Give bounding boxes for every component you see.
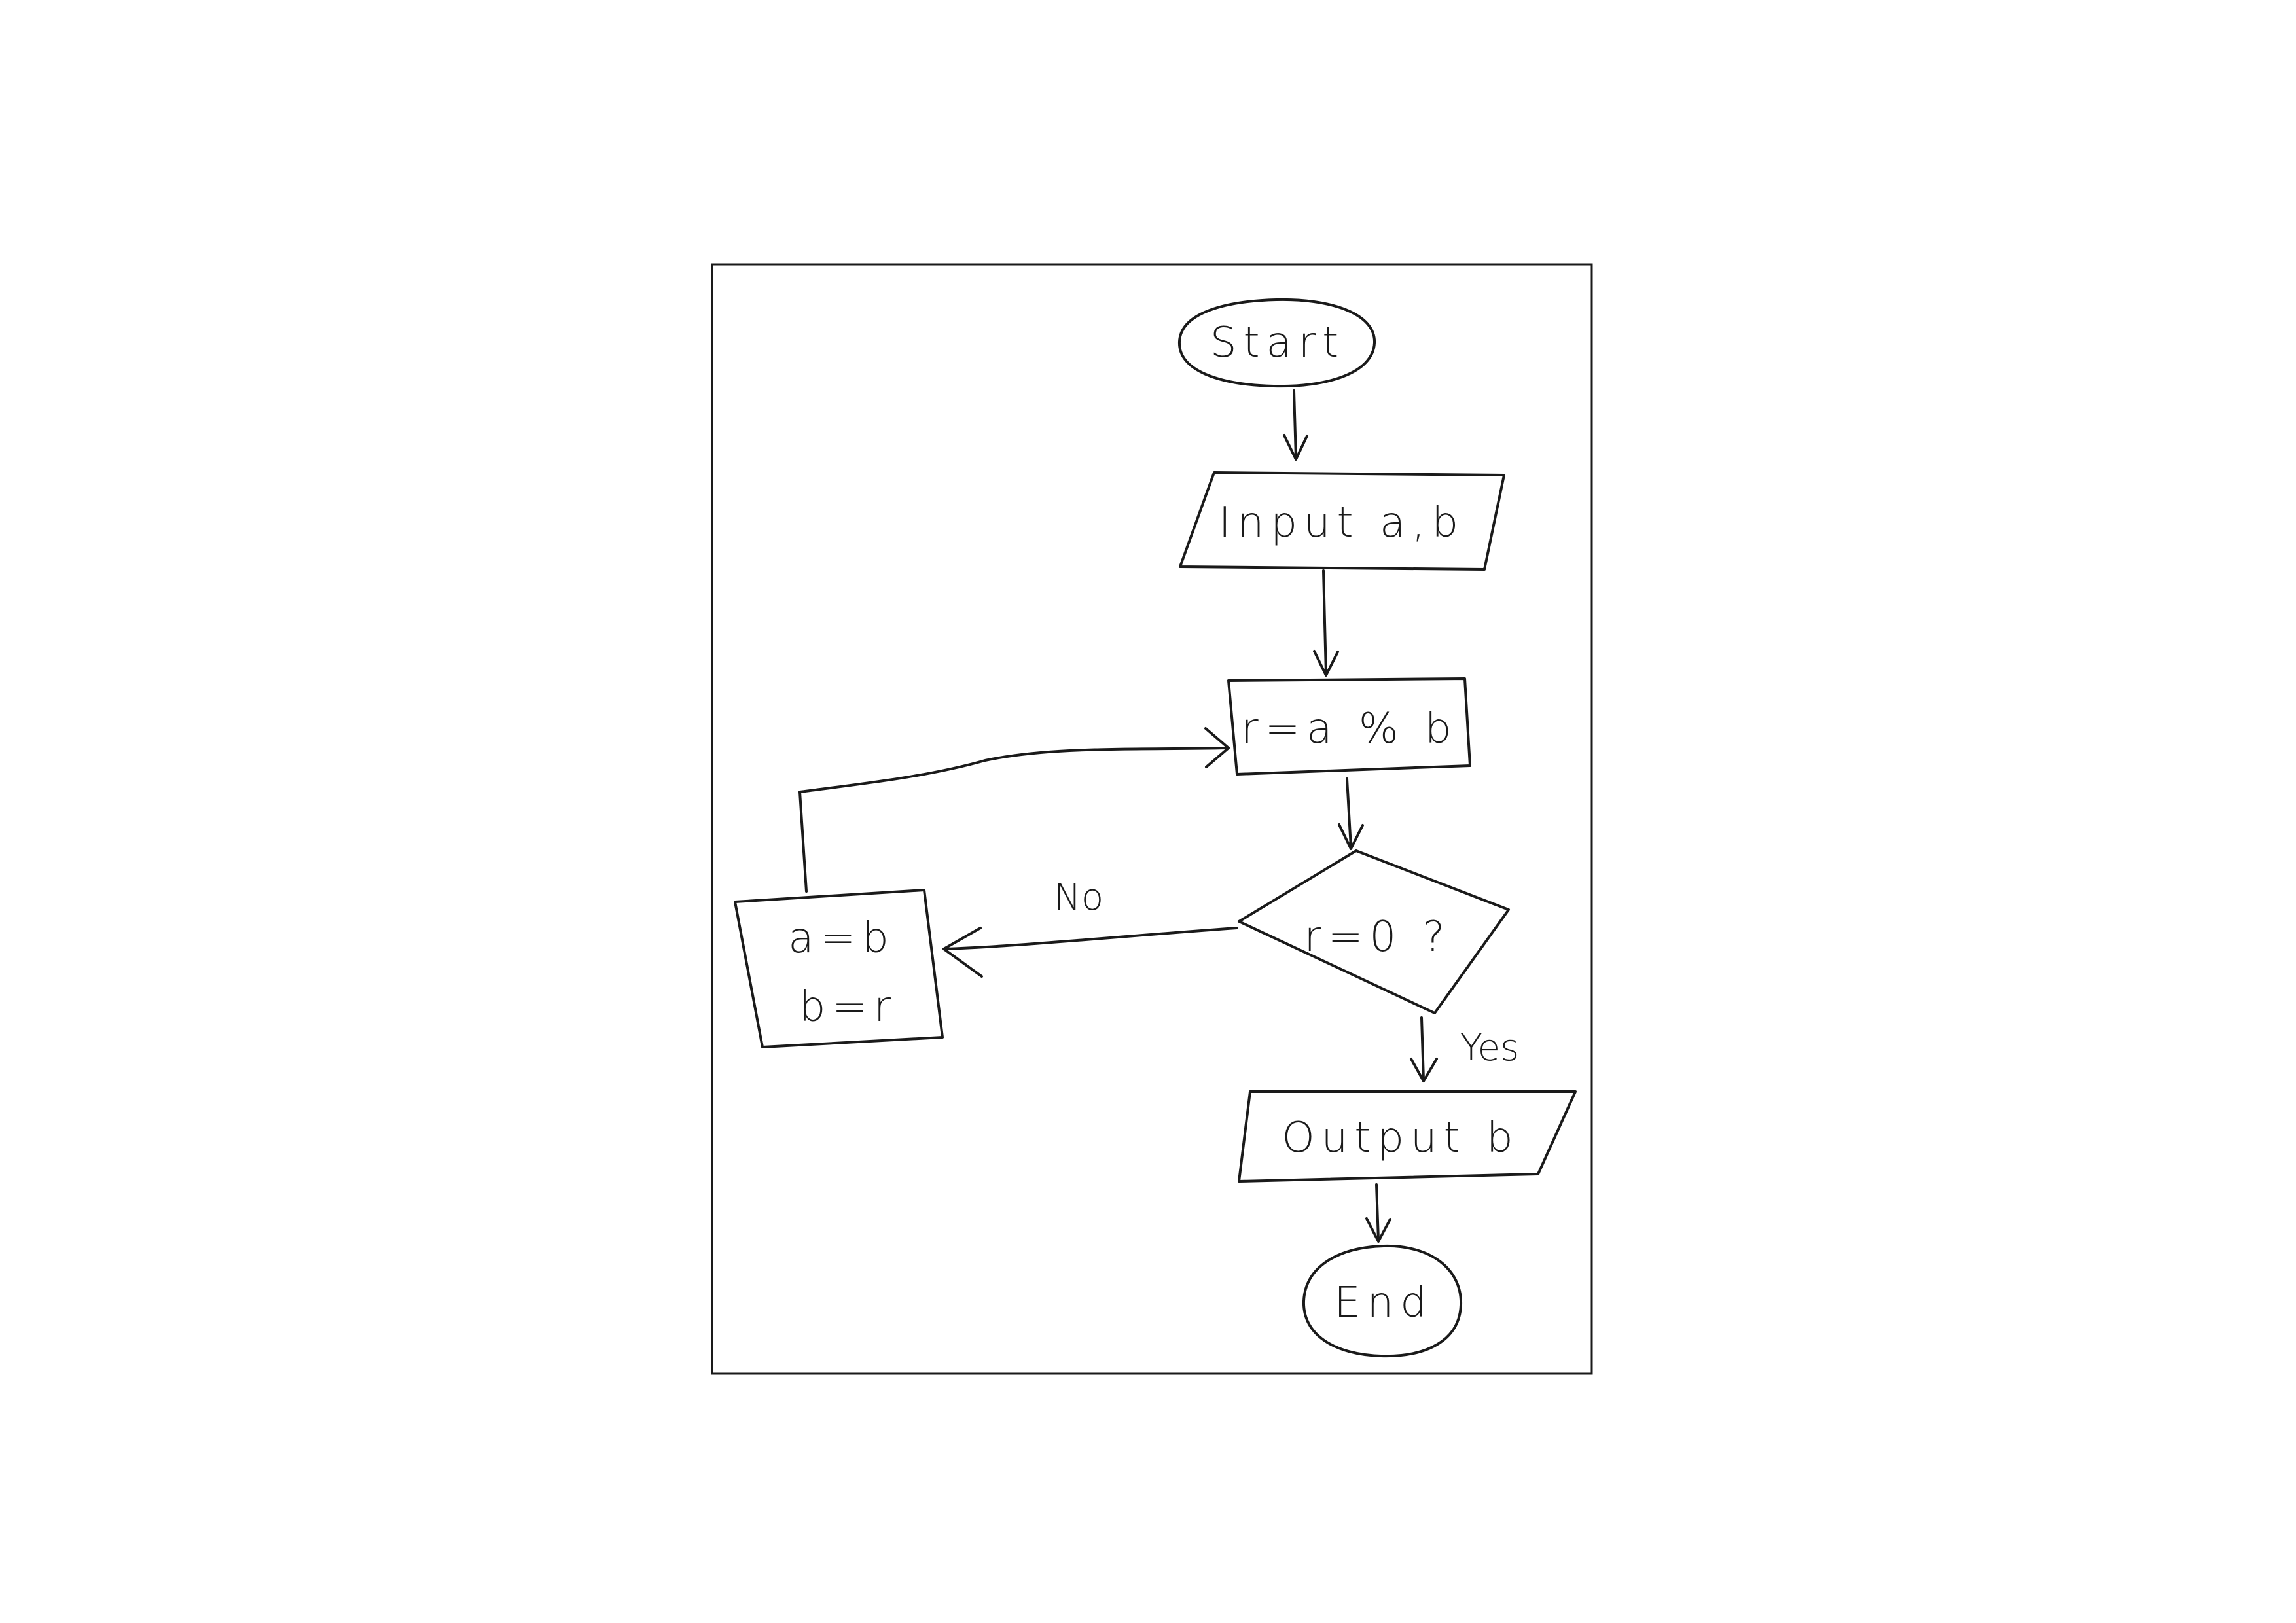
edge-yes-label: Yes xyxy=(1460,1027,1519,1069)
node-swap: a=b b=r xyxy=(734,889,944,1048)
edge-decision-no: No xyxy=(942,876,1238,978)
diagram-frame xyxy=(711,263,1593,1375)
node-output: Output b xyxy=(1238,1090,1577,1183)
edge-start-input xyxy=(1283,389,1308,461)
node-output-label: Output b xyxy=(1282,1114,1519,1162)
node-swap-line2: b=r xyxy=(799,983,898,1031)
node-input: Input a,b xyxy=(1179,471,1505,571)
node-decision: r=0 ? xyxy=(1238,849,1510,1014)
edge-decision-yes: Yes xyxy=(1410,1016,1519,1082)
node-decision-label: r=0 ? xyxy=(1304,913,1452,961)
node-end: End xyxy=(1302,1244,1463,1358)
node-remainder-label: r=a % b xyxy=(1241,705,1458,753)
edge-no-label: No xyxy=(1054,876,1103,919)
node-swap-line1: a=b xyxy=(788,914,895,963)
edge-remainder-decision xyxy=(1338,777,1364,850)
node-input-label: Input a,b xyxy=(1219,499,1465,547)
edge-input-remainder xyxy=(1313,569,1339,677)
node-remainder: r=a % b xyxy=(1227,677,1471,776)
edge-output-end xyxy=(1365,1183,1391,1243)
node-start-label: Start xyxy=(1210,319,1345,367)
edge-swap-remainder xyxy=(798,727,1230,893)
node-end-label: End xyxy=(1334,1279,1433,1327)
node-start: Start xyxy=(1177,298,1376,388)
